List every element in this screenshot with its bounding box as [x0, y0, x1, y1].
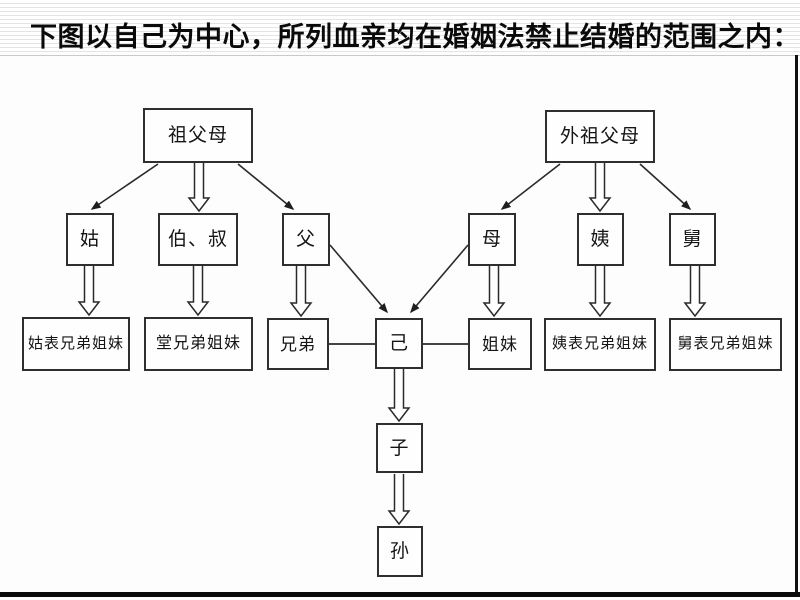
node-label: 舅 [682, 229, 703, 250]
node-maternal-uncle: 舅 [669, 213, 716, 266]
node-label: 孙 [389, 541, 410, 562]
node-label: 祖父母 [167, 125, 228, 146]
solid-arrow-mother-to-self [410, 244, 469, 314]
solid-arrow-father-to-self [329, 244, 388, 314]
hollow-arrow-maternal-aunt-to-maternal-aunt-cousins [588, 266, 612, 318]
slide-title: 下图以自己为中心，所列血亲均在婚姻法禁止结婚的范围之内： [30, 22, 800, 52]
hollow-arrow-self-to-son [387, 369, 411, 423]
node-paternal-aunt: 姑 [66, 213, 114, 266]
solid-arrow-maternal-grandparents-to-mother [500, 163, 561, 210]
node-label: 己 [388, 333, 409, 354]
hollow-arrow-maternal-uncle-to-maternal-uncle-cousins [683, 266, 707, 318]
slide-right-border [795, 55, 798, 592]
solid-arrow-paternal-grandparents-to-paternal-aunt [90, 163, 159, 210]
solid-arrow-paternal-grandparents-to-father [237, 163, 295, 210]
hollow-arrow-paternal-grandparents-to-paternal-uncles [187, 163, 211, 213]
node-brothers: 兄弟 [267, 318, 329, 370]
node-label: 母 [481, 229, 502, 250]
header-stripes-background [0, 0, 800, 52]
node-label: 姐妹 [482, 334, 518, 354]
node-sisters: 姐妹 [468, 318, 532, 370]
node-mother: 母 [468, 213, 516, 266]
node-paternal-aunt-cousins: 姑表兄弟姐妹 [22, 317, 130, 371]
node-label: 兄弟 [280, 334, 316, 354]
slide-bottom-bar [0, 592, 800, 597]
node-label: 伯、叔 [167, 229, 228, 250]
node-label: 外祖父母 [559, 126, 640, 147]
node-label: 父 [295, 229, 316, 250]
node-label: 子 [389, 437, 410, 459]
node-paternal-cousins: 堂兄弟姐妹 [144, 317, 253, 371]
node-label: 堂兄弟姐妹 [155, 335, 241, 352]
node-label: 姨 [590, 229, 611, 250]
node-label: 姑 [79, 229, 100, 250]
node-paternal-uncles: 伯、叔 [158, 213, 238, 266]
node-father: 父 [282, 213, 330, 266]
hollow-arrow-maternal-grandparents-to-maternal-aunt [588, 163, 612, 213]
node-maternal-grandparents: 外祖父母 [545, 110, 655, 163]
node-son: 子 [376, 423, 423, 473]
node-label: 舅表兄弟姐妹 [677, 336, 774, 352]
hollow-arrow-son-to-grandson [387, 474, 411, 526]
node-label: 姨表兄弟姐妹 [551, 336, 648, 352]
node-self: 己 [375, 318, 423, 369]
hollow-arrow-mother-to-sisters [482, 266, 506, 318]
node-maternal-aunt: 姨 [577, 213, 624, 266]
header-divider-line [0, 55, 800, 56]
hollow-arrow-father-to-brothers [289, 266, 313, 318]
node-grandson: 孙 [377, 526, 423, 577]
hollow-arrow-paternal-uncles-to-paternal-cousins [186, 266, 210, 317]
node-paternal-grandparents: 祖父母 [143, 108, 253, 163]
node-maternal-uncle-cousins: 舅表兄弟姐妹 [669, 318, 782, 371]
node-label: 姑表兄弟姐妹 [27, 335, 124, 352]
solid-arrow-maternal-grandparents-to-maternal-uncle [639, 163, 692, 211]
node-maternal-aunt-cousins: 姨表兄弟姐妹 [544, 318, 656, 371]
hollow-arrow-paternal-aunt-to-paternal-aunt-cousins [77, 266, 101, 317]
